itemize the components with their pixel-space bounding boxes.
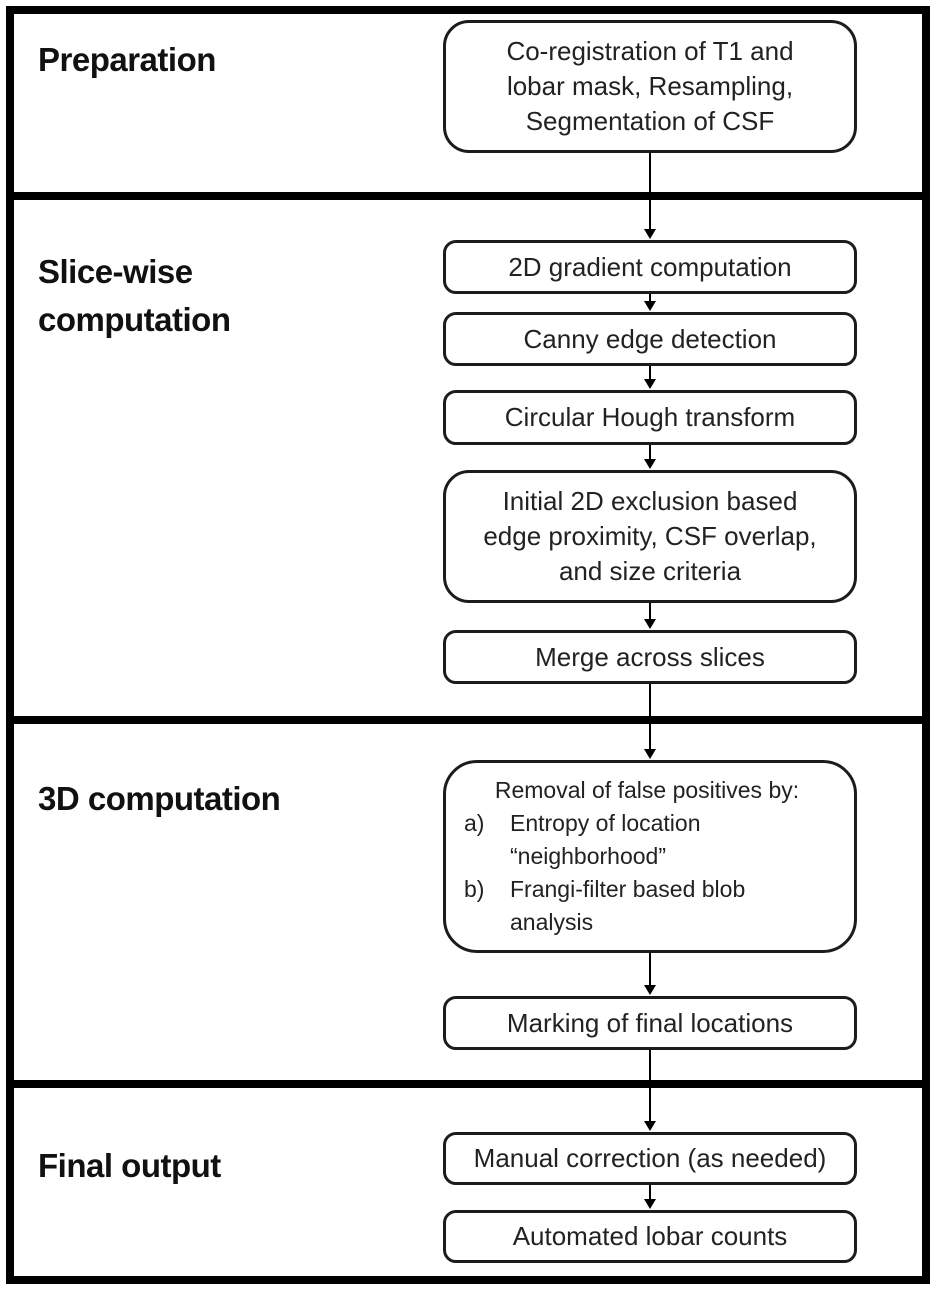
node-label: 2D gradient computation — [508, 251, 792, 282]
node-label: Circular Hough transform — [504, 402, 796, 432]
arrowhead-icon — [644, 229, 656, 239]
node-removal-of-false-positives: Removal of false positives by: a) Entrop… — [443, 760, 857, 953]
flow-arrow — [644, 603, 656, 629]
flow-arrow — [644, 684, 656, 759]
arrow-shaft — [649, 953, 651, 987]
node-coregistration-text: Co-registration of T1 and lobar mask, Re… — [506, 36, 794, 136]
arrow-shaft — [649, 445, 651, 461]
flow-arrow — [644, 445, 656, 469]
section-divider — [6, 1080, 930, 1088]
removal-item-b: b) Frangi-filter based blob analysis — [462, 873, 832, 939]
node-automated-lobar-counts: Automated lobar counts — [443, 1210, 857, 1263]
node-2d-gradient-computation: 2D gradient computation — [443, 240, 857, 294]
flow-arrow — [644, 294, 656, 311]
section-divider — [6, 716, 930, 724]
arrow-shaft — [649, 603, 651, 621]
list-marker: a) — [464, 810, 485, 836]
node-label: Merge across slices — [535, 641, 765, 672]
arrowhead-icon — [644, 301, 656, 311]
node-canny-edge-detection: Canny edge detection — [443, 312, 857, 366]
arrowhead-icon — [644, 1199, 656, 1209]
node-label: Manual correction (as needed) — [473, 1143, 827, 1173]
removal-item-a: a) Entropy of location “neighborhood” — [462, 807, 832, 873]
arrow-shaft — [649, 153, 651, 231]
node-coregistration: Co-registration of T1 and lobar mask, Re… — [443, 20, 857, 153]
arrow-shaft — [649, 684, 651, 751]
arrow-shaft — [649, 1185, 651, 1201]
flow-arrow — [644, 366, 656, 389]
node-label: Marking of final locations — [506, 1007, 794, 1038]
flowchart-border-frame — [6, 6, 930, 1284]
section-label-3d-computation: 3D computation — [38, 780, 281, 817]
list-item-text: Frangi-filter based blob analysis — [510, 876, 746, 935]
node-label: Canny edge detection — [523, 323, 777, 354]
list-item-text: Entropy of location “neighborhood” — [510, 810, 701, 869]
list-marker: b) — [464, 876, 485, 902]
arrow-shaft — [649, 294, 651, 303]
section-label-slice-wise-computation: Slice-wise computation — [38, 253, 231, 338]
flow-arrow — [644, 953, 656, 995]
node-marking-of-final-locations: Marking of final locations — [443, 996, 857, 1050]
arrowhead-icon — [644, 459, 656, 469]
section-label-final-output: Final output — [38, 1147, 221, 1184]
removal-title: Removal of false positives by: — [494, 777, 800, 803]
node-initial-2d-exclusion-text: Initial 2D exclusion based edge proximit… — [483, 486, 817, 586]
arrowhead-icon — [644, 1121, 656, 1131]
flow-arrow — [644, 153, 656, 239]
node-circular-hough-transform: Circular Hough transform — [443, 390, 857, 445]
section-divider — [6, 192, 930, 200]
node-merge-across-slices: Merge across slices — [443, 630, 857, 684]
arrowhead-icon — [644, 379, 656, 389]
flow-arrow — [644, 1185, 656, 1209]
arrow-shaft — [649, 366, 651, 381]
arrow-shaft — [649, 1050, 651, 1123]
node-manual-correction: Manual correction (as needed) — [443, 1132, 857, 1185]
section-label-preparation: Preparation — [38, 41, 216, 78]
flow-arrow — [644, 1050, 656, 1131]
node-label: Automated lobar counts — [512, 1221, 788, 1251]
arrowhead-icon — [644, 619, 656, 629]
node-initial-2d-exclusion: Initial 2D exclusion based edge proximit… — [443, 470, 857, 603]
arrowhead-icon — [644, 985, 656, 995]
arrowhead-icon — [644, 749, 656, 759]
